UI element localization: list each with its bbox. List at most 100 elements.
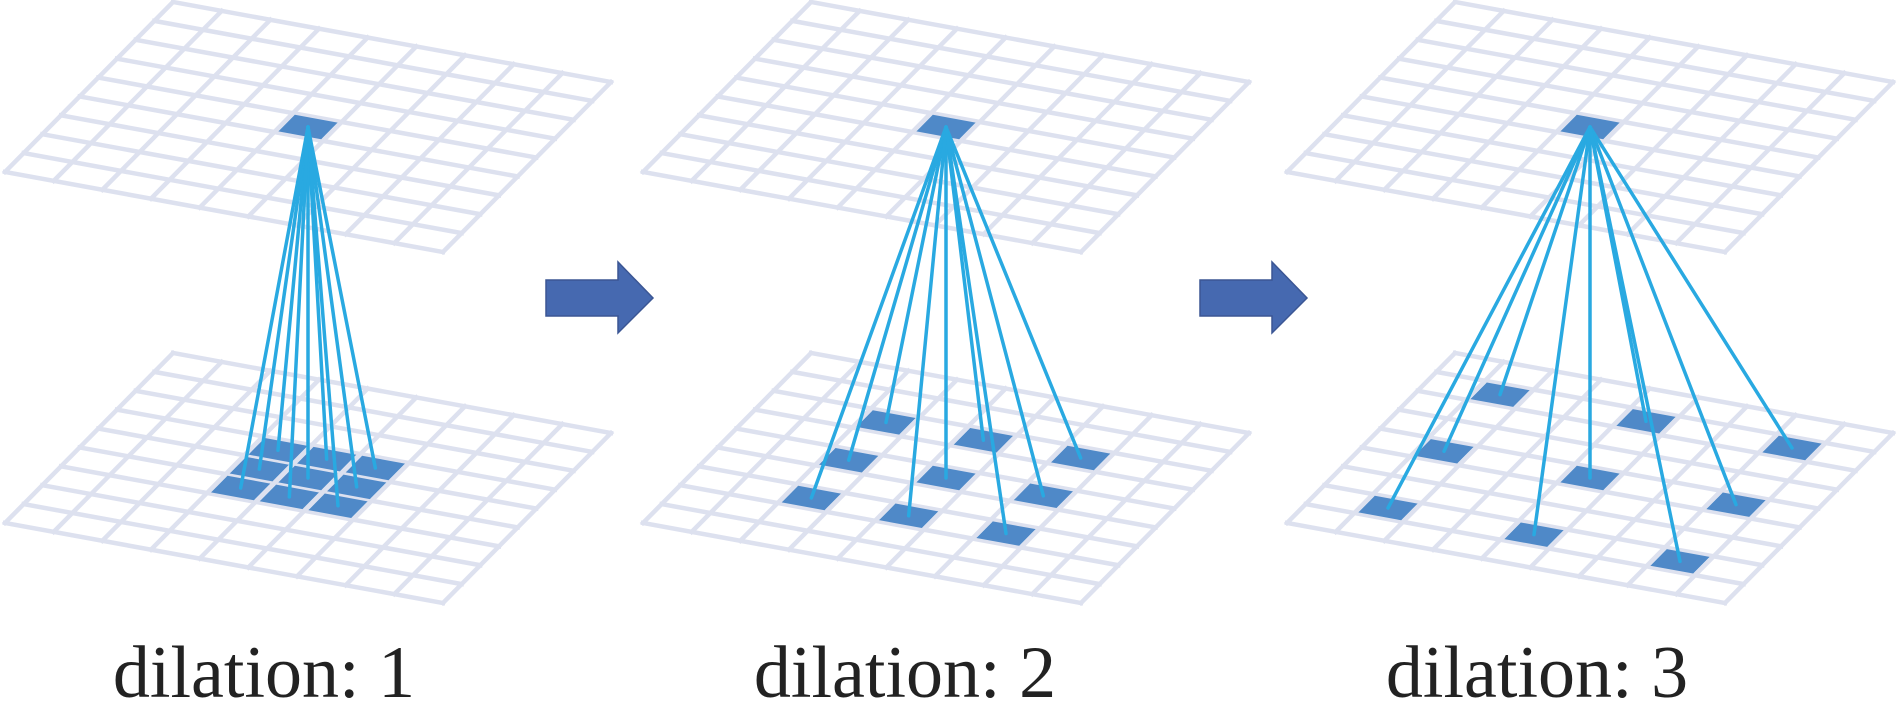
grid-line [170,350,614,436]
grid-line [1415,388,1859,474]
grid-line [196,385,371,562]
grid-line [1077,429,1253,607]
grid-line [2,169,446,255]
grid-line [677,482,1121,568]
grid-line [1527,394,1702,571]
grid-line [752,407,1196,493]
grid-line [196,34,371,211]
receptive-field-line [306,125,359,489]
receptive-field-line [1532,125,1592,537]
grid-line [1284,520,1728,606]
grid-line [1415,37,1859,123]
grid-line [1359,93,1803,180]
grid-line [808,350,1252,436]
grid-line [659,501,1103,587]
grid-line [1433,18,1877,104]
grid-line [245,394,420,571]
receptive-field-line [906,125,948,518]
grid-line [980,61,1155,238]
grid-line [715,444,1159,531]
receptive-field-line [287,125,310,499]
grid-line [785,25,961,202]
grid-line [245,43,420,220]
grid-line [931,403,1107,580]
grid-line [883,43,1058,220]
grid-line [133,37,577,123]
grid-line [391,420,566,598]
grid-line [808,0,1252,85]
grid-line [99,367,274,544]
grid-line [1029,420,1204,598]
grid-line [58,112,502,198]
grid-line [1452,350,1896,436]
grid-line [1340,463,1784,549]
right-arrow-icon [545,260,655,335]
grid-line [1575,403,1751,580]
grid-line [771,37,1215,123]
grid-line [752,56,1196,142]
grid-line [293,403,469,580]
grid-line [677,131,1121,217]
grid-line [1478,385,1653,562]
grid-line [1321,482,1765,568]
grid-line [151,369,595,455]
panel-label-dilation-3: dilation: 3 [1385,632,1689,714]
grid-line [2,520,446,606]
grid-line [834,34,1009,211]
grid-line [114,56,558,142]
receptive-field-line [884,125,948,425]
right-arrow-icon [1199,260,1309,335]
grid-line [1396,56,1840,142]
grid-line [1283,0,1459,176]
receptive-field-line [846,125,948,462]
grid-line [77,444,521,531]
receptive-field-line [1498,125,1592,397]
input-feature-grid [1283,349,1897,607]
grid-line [21,501,465,587]
grid-line [1,0,177,176]
grid-line [391,69,566,247]
grid-line [1077,78,1253,256]
grid-line [21,150,465,236]
grid-line [1359,444,1803,531]
receptive-field-line [944,125,1008,536]
receptive-field-line [1442,125,1592,454]
grid-line [1673,69,1848,247]
grid-line [170,0,614,85]
grid-line [147,376,323,553]
grid-line [1381,16,1556,193]
receptive-field-line [1588,125,1794,450]
grid-line [439,78,615,256]
grid-line [688,7,863,185]
grid-line [737,367,912,544]
grid-line [1721,429,1897,607]
grid-line [95,425,539,512]
grid-line [133,388,577,474]
grid-line [1284,169,1728,255]
receptive-field-line [276,125,310,452]
output-feature-grid [1,0,615,256]
grid-line [737,16,912,193]
grid-line [659,150,1103,236]
output-feature-grid [639,0,1253,256]
grid-line [1377,74,1821,161]
receptive-field-line [306,125,378,470]
grid-line [114,407,558,493]
grid-line [1429,25,1605,202]
grid-line [715,93,1159,180]
grid-line [640,169,1084,255]
grid-line [50,358,225,536]
grid-line [77,93,521,180]
grid-line [688,358,863,536]
grid-line [834,385,1009,562]
grid-line [640,520,1084,606]
grid-line [439,429,615,607]
grid-line [733,425,1177,512]
grid-line [789,18,1233,104]
grid-line [1429,376,1605,553]
grid-line [147,25,323,202]
receptive-field-line [306,125,340,508]
grid-line [639,0,815,176]
